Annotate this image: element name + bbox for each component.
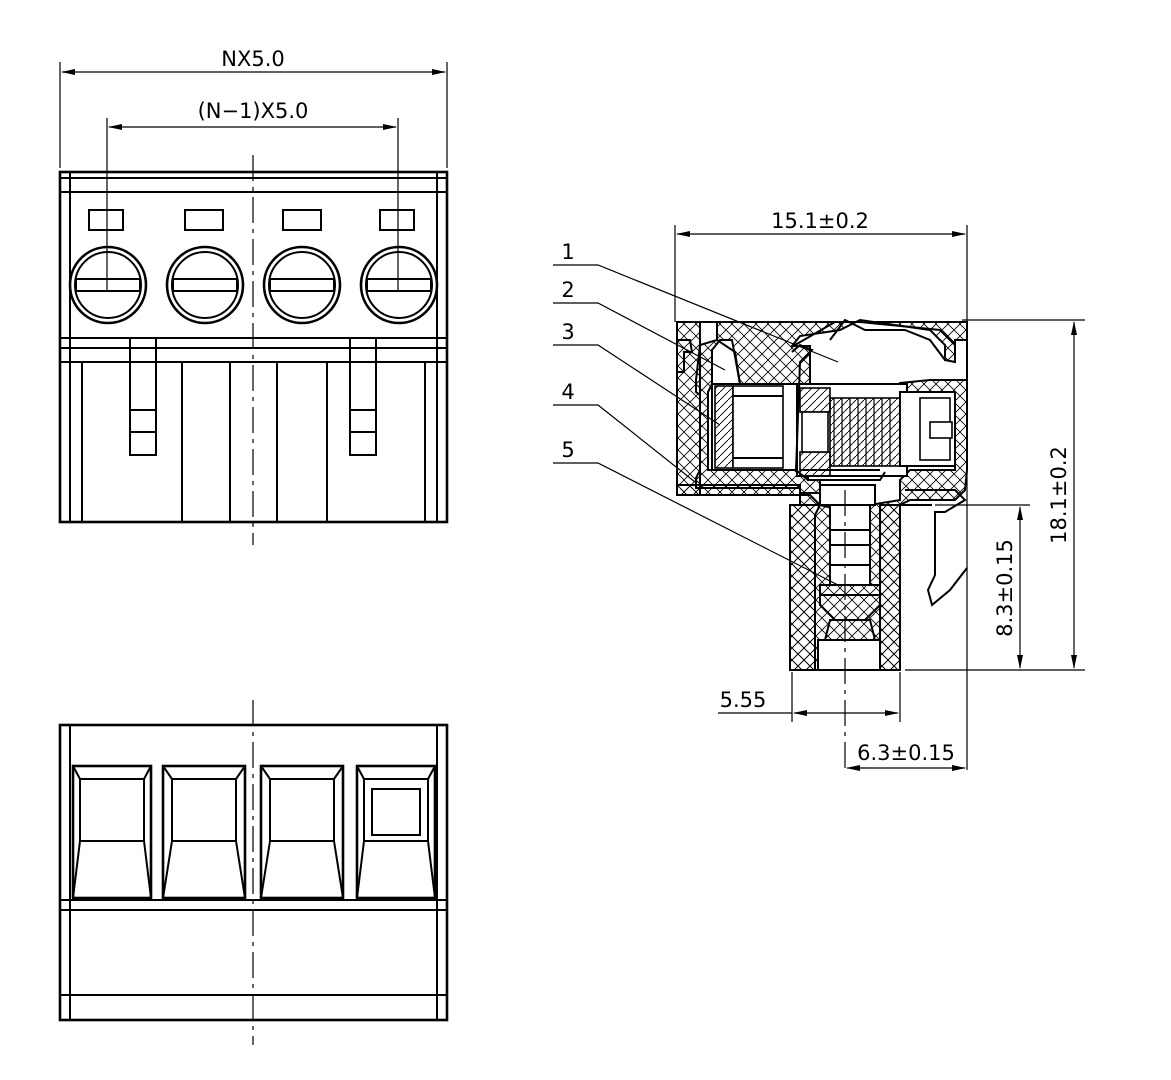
screw-heads xyxy=(68,245,439,325)
callout-3: 3 xyxy=(561,320,574,344)
side-section-view: 15.1±0.2 xyxy=(553,209,1085,771)
clamp-plate-3 xyxy=(714,385,734,469)
pin-to-edge-label: 6.3±0.15 xyxy=(857,741,955,765)
bottom-view xyxy=(58,700,449,1045)
overall-width-label: NX5.0 xyxy=(221,47,285,71)
wire-entry-openings xyxy=(71,764,437,900)
latch-hook xyxy=(905,489,968,607)
callout-leaders xyxy=(553,264,839,586)
depth-label: 15.1±0.2 xyxy=(771,209,869,233)
callout-4: 4 xyxy=(561,380,574,404)
pin-contact-5 xyxy=(817,484,881,671)
pin-height-label: 8.3±0.15 xyxy=(993,539,1017,637)
callout-1: 1 xyxy=(561,240,574,264)
height-label: 18.1±0.2 xyxy=(1047,446,1071,544)
callout-2: 2 xyxy=(561,278,574,302)
callout-5: 5 xyxy=(561,438,574,462)
front-view: NX5.0 (N−1)X5.0 xyxy=(58,47,449,545)
contact-spring xyxy=(791,343,886,481)
pin-offset-label: 5.55 xyxy=(720,688,767,712)
pitch-span-label: (N−1)X5.0 xyxy=(198,99,309,123)
